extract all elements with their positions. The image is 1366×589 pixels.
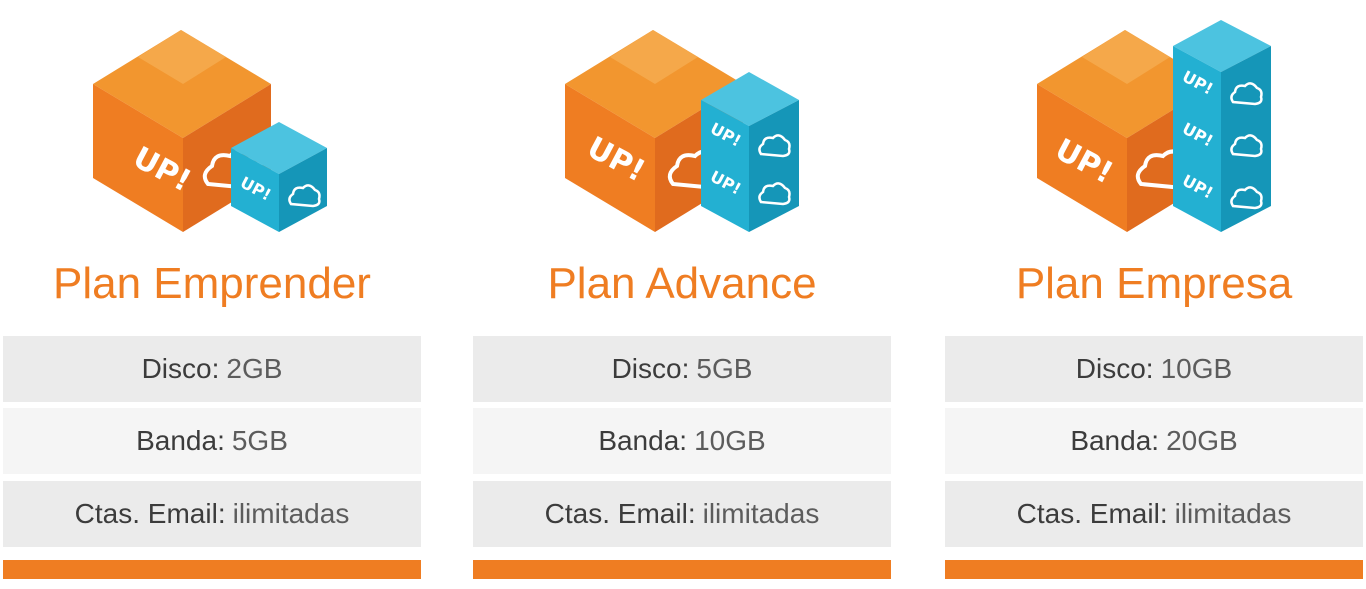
feature-value: ilimitadas [232,498,350,529]
feature-label: Banda: [1070,425,1160,456]
feature-value: 5GB [696,353,753,384]
plan-card-advance[interactable]: UP! UP! UP! Plan Advance Disco: 5GB Band… [473,0,891,589]
plan-title: Plan Advance [547,259,817,308]
feature-row-disco: Disco: 10GB [945,336,1363,402]
plan-card-emprender[interactable]: UP! UP! Plan Emprender Disco: 2GB Banda:… [3,0,421,589]
feature-value: 10GB [1160,353,1233,384]
feature-label: Ctas. Email: [74,498,226,529]
feature-label: Disco: [141,353,220,384]
plan-card-empresa[interactable]: UP! UP! UP! UP! Plan Empresa Disco: 10GB… [945,0,1363,589]
feature-row-disco: Disco: 2GB [3,336,421,402]
feature-value: ilimitadas [1174,498,1292,529]
feature-label: Banda: [598,425,688,456]
feature-value: 5GB [231,425,288,456]
feature-value: 2GB [226,353,283,384]
feature-row-banda: Banda: 20GB [945,408,1363,474]
box-with-three-cloud-cubes-icon: UP! UP! UP! UP! [945,14,1363,242]
feature-label: Banda: [136,425,225,456]
feature-row-banda: Banda: 10GB [473,408,891,474]
box-with-one-cloud-cube-icon: UP! UP! [3,14,421,242]
feature-label: Disco: [1075,353,1154,384]
feature-label: Ctas. Email: [544,498,696,529]
plan-title: Plan Empresa [1015,259,1293,308]
feature-value: ilimitadas [702,498,820,529]
feature-row-email: Ctas. Email: ilimitadas [945,481,1363,547]
feature-row-banda: Banda: 5GB [3,408,421,474]
plan-bottom-bar[interactable] [3,560,421,579]
feature-row-email: Ctas. Email: ilimitadas [473,481,891,547]
feature-label: Ctas. Email: [1016,498,1168,529]
feature-row-email: Ctas. Email: ilimitadas [3,481,421,547]
box-with-two-cloud-cubes-icon: UP! UP! UP! [473,14,891,242]
plan-bottom-bar[interactable] [945,560,1363,579]
plan-bottom-bar[interactable] [473,560,891,579]
feature-row-disco: Disco: 5GB [473,336,891,402]
feature-value: 10GB [694,425,766,456]
plan-title: Plan Emprender [53,259,371,308]
feature-value: 20GB [1166,425,1238,456]
feature-label: Disco: [611,353,690,384]
